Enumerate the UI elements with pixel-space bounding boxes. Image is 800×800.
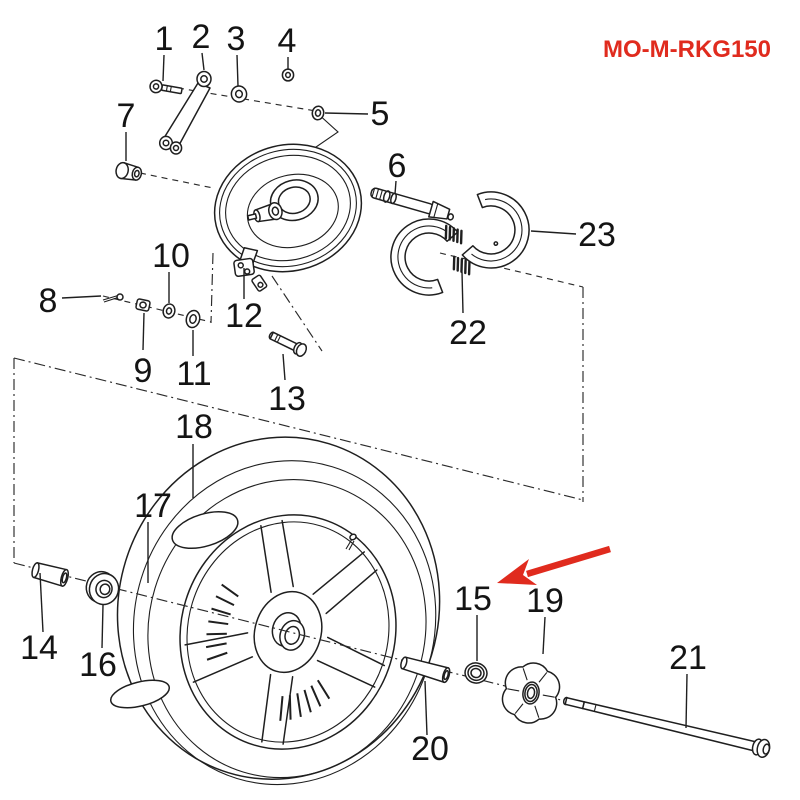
part-label-15: 15 <box>454 580 492 618</box>
leader-line-22 <box>461 271 464 314</box>
red-arrow-pointer <box>497 545 611 585</box>
leader-line-6 <box>394 180 397 195</box>
leader-line-2 <box>201 52 205 71</box>
leader-line-21 <box>685 673 688 729</box>
part-label-14: 14 <box>20 629 58 667</box>
leader-line-19 <box>542 616 546 655</box>
red-arrow-head <box>497 559 537 585</box>
part-label-5: 5 <box>371 95 390 133</box>
part-label-13: 13 <box>268 380 306 418</box>
brake-drum-hatching <box>205 583 331 721</box>
part-8-cotter-pin <box>102 293 124 303</box>
tire-highlight <box>109 679 171 709</box>
part-10-washer <box>162 303 176 319</box>
construction-line <box>210 252 214 324</box>
leader-line-23 <box>530 230 577 235</box>
part-14-spacer <box>31 562 70 587</box>
model-code-label: MO-M-RKG150 <box>603 36 771 63</box>
part-6-brake-cam <box>370 187 455 221</box>
part7-axis-line <box>139 172 214 189</box>
part-5-washer <box>311 105 325 121</box>
part-label-23: 23 <box>578 216 616 254</box>
construction-line <box>13 357 584 501</box>
part-label-21: 21 <box>669 639 707 677</box>
part-21-axle <box>562 696 771 759</box>
part-label-16: 16 <box>79 646 117 684</box>
part-2-brake-arm <box>158 70 212 155</box>
part-15-seal-ring <box>464 662 488 684</box>
part-label-2: 2 <box>192 18 211 56</box>
tire-highlight <box>171 511 239 549</box>
part-label-18: 18 <box>175 408 213 446</box>
part-16-bearing <box>85 570 120 606</box>
part-12-brake-panel <box>213 143 363 292</box>
part-label-17: 17 <box>134 487 172 525</box>
hub-bore-outer <box>279 619 306 651</box>
part-label-9: 9 <box>134 352 153 390</box>
part-label-1: 1 <box>155 20 174 58</box>
part-3-washer <box>230 85 248 103</box>
part-label-20: 20 <box>411 730 449 768</box>
part-label-7: 7 <box>117 97 136 135</box>
part-4-nut <box>281 68 295 82</box>
leader-lines <box>39 52 688 736</box>
part-20-spacer <box>400 656 451 684</box>
construction-line <box>439 252 584 288</box>
part-label-10: 10 <box>152 237 190 275</box>
part-label-22: 22 <box>449 314 487 352</box>
part-22-springs <box>444 224 471 276</box>
leader-line-1 <box>162 54 165 82</box>
leader-line-8 <box>61 295 102 299</box>
part-19-damper-coupling <box>501 662 561 724</box>
part-11-spacer <box>185 309 201 329</box>
wheel-drawing <box>109 436 441 786</box>
leader-line-9 <box>142 312 145 351</box>
leader-line-16 <box>101 604 104 649</box>
rim-lip <box>186 521 390 743</box>
part-label-19: 19 <box>526 582 564 620</box>
leader-line-20 <box>424 680 428 736</box>
leader-line-14 <box>39 572 44 633</box>
part-1-bolt <box>149 79 183 95</box>
hub-bore <box>284 625 301 645</box>
part-23-brake-shoes <box>390 191 530 296</box>
part-label-12: 12 <box>225 297 263 335</box>
part-label-4: 4 <box>278 22 297 60</box>
part-label-3: 3 <box>227 20 246 58</box>
part-7-bushing <box>115 161 143 181</box>
part-label-11: 11 <box>176 355 211 393</box>
part-label-6: 6 <box>388 147 407 185</box>
valve-stem <box>345 533 357 551</box>
part-13-bolt <box>268 331 308 357</box>
construction-line <box>271 275 323 352</box>
part-9-nut <box>135 298 151 312</box>
part-number-labels: 1 2 3 4 5 6 7 8 9 10 11 12 13 14 15 16 1… <box>20 18 707 768</box>
wheel-spokes <box>184 519 386 745</box>
leader-line-3 <box>236 54 239 87</box>
red-arrow-shaft <box>526 545 611 578</box>
leader-line-13 <box>282 353 286 381</box>
leader-line-5 <box>324 112 369 115</box>
parts-drawings <box>31 68 771 759</box>
part-label-8: 8 <box>39 282 58 320</box>
